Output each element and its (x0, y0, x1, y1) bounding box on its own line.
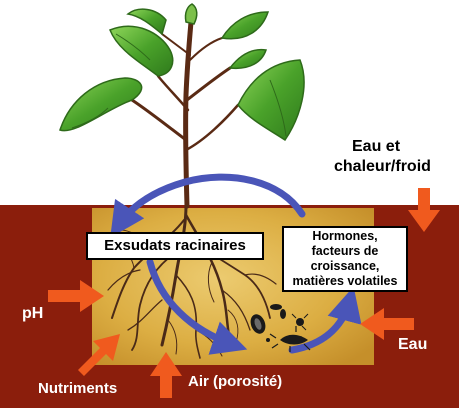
label-eau: Eau (398, 336, 428, 353)
arrow-nutriments (78, 334, 120, 376)
root-exudates-box: Exsudats racinaires (86, 232, 264, 260)
leaf-left-upper (109, 25, 174, 77)
cycle-arrow-bottom-left (146, 258, 248, 355)
leaf-right-large (237, 59, 305, 142)
cycle-arrow-bottom-right (288, 286, 362, 354)
leaf-top-right (220, 11, 270, 40)
leaf-top-left (126, 8, 167, 36)
arrow-top-right (408, 188, 440, 232)
stem (130, 19, 240, 209)
cycle-arrows (110, 173, 362, 355)
leaves (59, 3, 305, 142)
hormones-line-4: matières volatiles (292, 274, 398, 288)
orange-arrows (48, 188, 440, 398)
leaf-right-small (228, 48, 267, 70)
label-water-heat-line1: Eau et (352, 138, 401, 155)
bud (184, 3, 198, 25)
microorganism-icons (250, 304, 311, 352)
label-nutriments: Nutriments (38, 380, 118, 397)
cycle-arrow-top (110, 173, 306, 238)
arrow-ph (48, 280, 104, 312)
label-ph: pH (22, 305, 44, 322)
hormones-line-1: Hormones, (312, 229, 378, 243)
hormones-line-3: croissance, (310, 259, 380, 273)
label-water-heat-line2: chaleur/froid (334, 158, 431, 175)
arrow-eau (360, 308, 414, 340)
arrow-air (150, 352, 182, 398)
hormones-box: Hormones, facteurs de croissance, matièr… (282, 226, 408, 292)
leaf-left-large (59, 77, 143, 132)
hormones-line-2: facteurs de (311, 244, 379, 258)
label-air: Air (porosité) (188, 373, 283, 390)
